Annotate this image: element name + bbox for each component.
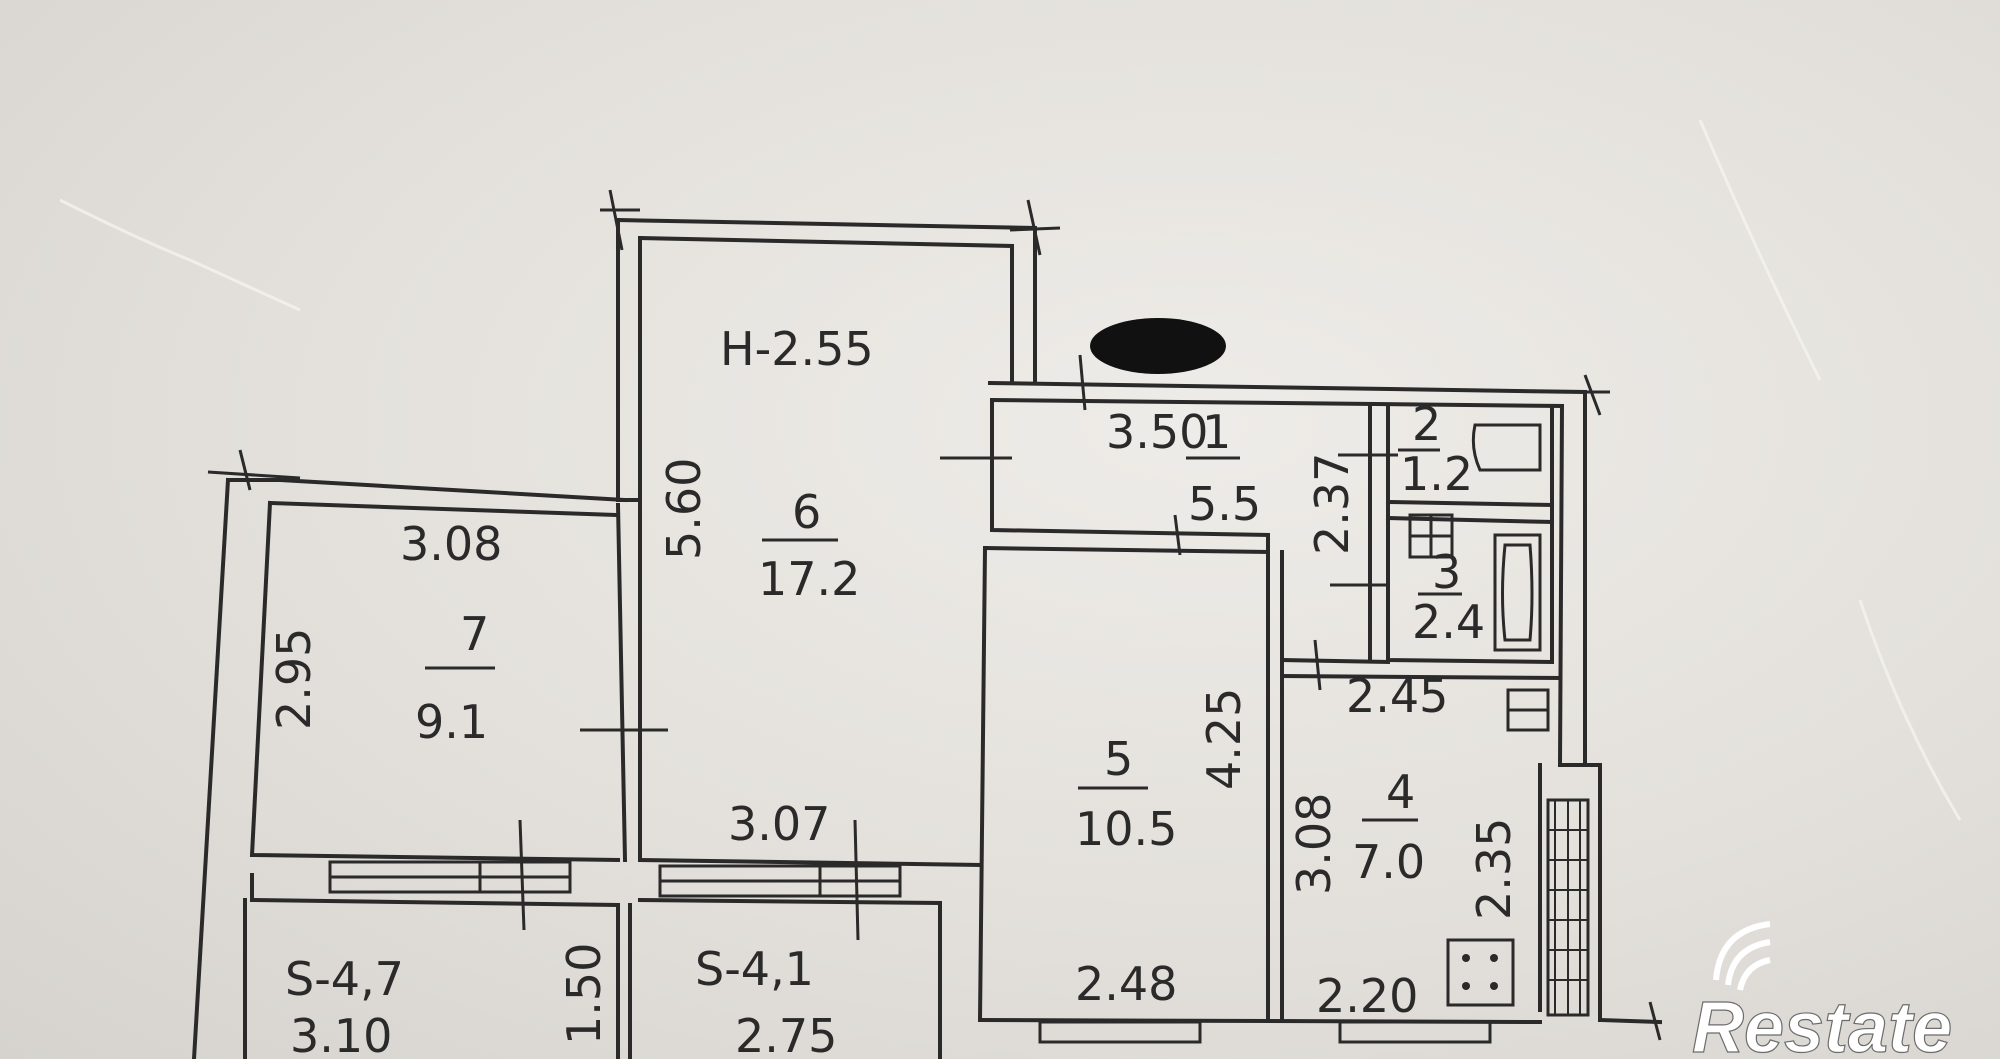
room-5-dim-right: 4.25 — [1197, 688, 1251, 790]
ceiling-height-label: H-2.55 — [720, 322, 874, 376]
room-6-number: 6 — [792, 485, 821, 539]
room-6-area: 17.2 — [758, 552, 860, 606]
room-7-dim-left: 2.95 — [267, 628, 321, 730]
room-1-number: 1 — [1202, 405, 1231, 459]
restate-logo-text: Restate — [1692, 988, 1952, 1059]
balcony-1-area: S-4,7 — [285, 952, 404, 1006]
balcony-2-width: 2.75 — [735, 1009, 837, 1059]
signal-arcs-icon — [1713, 921, 1771, 991]
room-6-dim-left: 5.60 — [657, 458, 711, 560]
room-7-dim-top: 3.08 — [400, 517, 502, 571]
room-4-dim-left: 3.08 — [1287, 793, 1341, 895]
room-2-area: 1.2 — [1400, 447, 1473, 501]
balcony-1-depth: 1.50 — [557, 943, 611, 1045]
balcony-2-area: S-4,1 — [695, 942, 814, 996]
room-1-dim-top: 3.50 — [1106, 405, 1208, 459]
walls — [191, 217, 1663, 1059]
restate-logo: Restate — [1691, 921, 1953, 1059]
room-4-number: 4 — [1386, 765, 1415, 819]
windows — [328, 860, 1492, 1044]
fixtures — [1408, 423, 1590, 1017]
room-1-area: 5.5 — [1188, 477, 1261, 531]
room-5-area: 10.5 — [1075, 802, 1177, 856]
toilet-icon — [1471, 423, 1542, 472]
room-1-dim-side: 2.37 — [1305, 453, 1359, 555]
room-4-area: 7.0 — [1352, 835, 1425, 889]
dimension-ticks — [207, 189, 1662, 1041]
bathtub-icon — [1493, 533, 1542, 652]
room-7-area: 9.1 — [415, 695, 488, 749]
paper-creases — [59, 119, 1962, 821]
room-4-dim-bottom: 2.20 — [1316, 969, 1418, 1023]
room-3-area: 2.4 — [1412, 595, 1485, 649]
room-4-dim-right: 2.35 — [1467, 818, 1521, 920]
room-5-dim-bottom: 2.48 — [1075, 957, 1177, 1011]
room-4-dim-top: 2.45 — [1346, 669, 1448, 723]
room-3-number: 3 — [1432, 545, 1461, 599]
room-7-number: 7 — [460, 607, 489, 661]
stove-icon — [1446, 938, 1515, 1007]
room-5-number: 5 — [1104, 732, 1133, 786]
room-6-dim-bottom: 3.07 — [728, 797, 830, 851]
redaction-mark — [1090, 318, 1226, 374]
room-2-number: 2 — [1412, 397, 1441, 451]
room-labels: H-2.55 6 17.2 5.60 3.07 3.08 2.95 7 9.1 … — [267, 322, 1521, 1059]
balcony-1-width: 3.10 — [290, 1009, 392, 1059]
